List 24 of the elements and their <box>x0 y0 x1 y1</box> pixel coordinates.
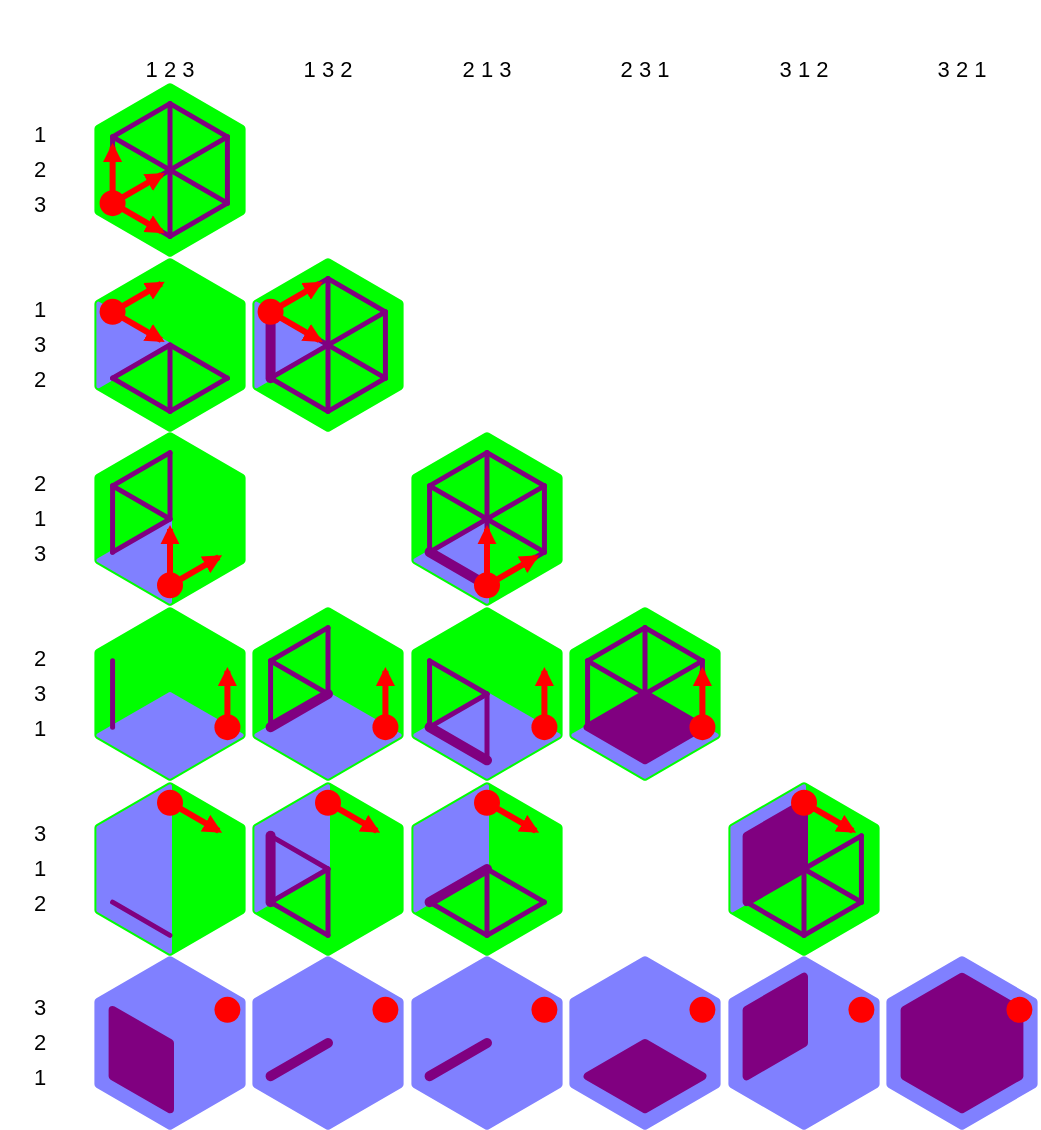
row-label: 2 <box>33 471 47 497</box>
row-label: 1 <box>33 297 47 323</box>
row-label: 3 <box>33 541 47 567</box>
row-label: 3 <box>33 332 47 358</box>
column-label: 1 2 3 <box>145 57 195 83</box>
row-label: 3 <box>33 821 47 847</box>
column-label: 3 1 2 <box>779 57 829 83</box>
row-label: 1 <box>33 1065 47 1091</box>
column-label: 1 3 2 <box>303 57 353 83</box>
row-label: 3 <box>33 192 47 218</box>
row-label: 2 <box>33 157 47 183</box>
column-label: 3 2 1 <box>937 57 987 83</box>
column-label: 2 3 1 <box>620 57 670 83</box>
row-label: 1 <box>33 506 47 532</box>
row-label: 3 <box>33 681 47 707</box>
row-label: 3 <box>33 995 47 1021</box>
row-label: 1 <box>33 716 47 742</box>
row-label: 2 <box>33 1030 47 1056</box>
column-label: 2 1 3 <box>462 57 512 83</box>
row-label: 2 <box>33 367 47 393</box>
row-label: 1 <box>33 122 47 148</box>
row-label: 2 <box>33 891 47 917</box>
row-label: 2 <box>33 646 47 672</box>
row-label: 1 <box>33 856 47 882</box>
